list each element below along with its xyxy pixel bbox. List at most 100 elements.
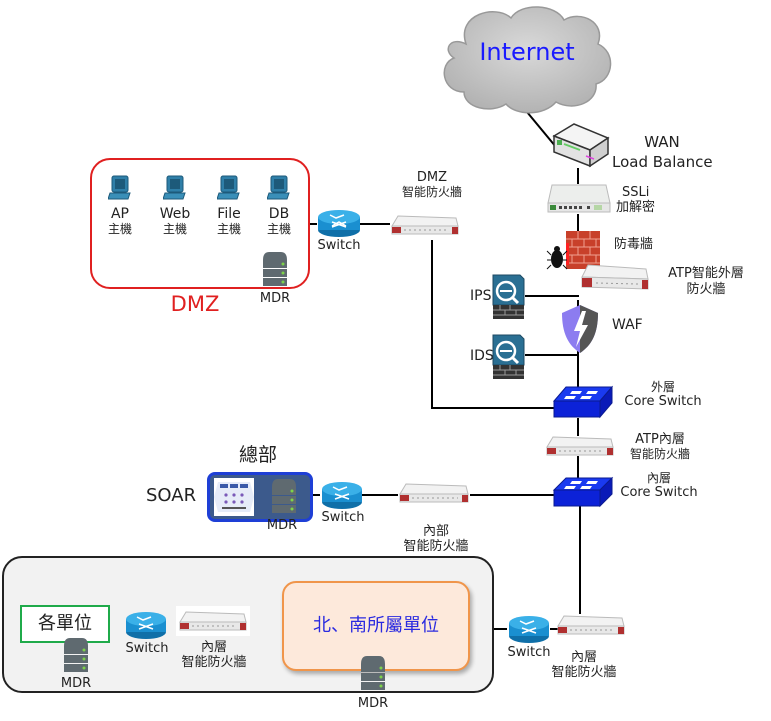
dmz-host-name: AP xyxy=(110,206,130,222)
ids-appliance-icon[interactable] xyxy=(490,331,526,381)
inner-core-switch-line2: Core Switch xyxy=(620,485,698,500)
uplink-switch-icon[interactable] xyxy=(507,614,551,644)
ips-appliance-icon[interactable] xyxy=(490,271,526,321)
host-computer-icon[interactable] xyxy=(267,175,291,201)
hq-mdr-server-icon[interactable] xyxy=(268,477,300,515)
atp-inner-firewall-icon[interactable] xyxy=(545,435,615,459)
dmz-host-type: 主機 xyxy=(216,222,241,236)
wire-uplink-switch-fw xyxy=(550,628,558,630)
host-computer-icon[interactable] xyxy=(163,175,187,201)
dmz-switch-label: Switch xyxy=(317,238,361,253)
wan-lb-line1: WAN xyxy=(644,133,680,151)
atp-outer-fw-label: ATP智能外層 防火牆 xyxy=(656,266,756,298)
dmz-host-name: Web xyxy=(159,206,191,222)
north-south-mdr-server-icon[interactable] xyxy=(357,654,389,694)
branch-inner-fw-line1: 內層 xyxy=(200,640,227,655)
soar-platform-icon[interactable] xyxy=(214,478,254,516)
dmz-switch-icon[interactable] xyxy=(316,208,362,238)
hq-box xyxy=(207,472,313,522)
atp-inner-fw-line1: ATP內層 xyxy=(635,432,685,447)
internal-fw-label: 內部 智能防火牆 xyxy=(396,524,476,554)
dmz-fw-label: DMZ 智能防火牆 xyxy=(392,170,472,199)
internal-firewall-icon[interactable] xyxy=(398,482,470,506)
branch-switch-label: Switch xyxy=(125,641,169,656)
ids-label: IDS xyxy=(470,348,494,364)
wire-waf-coreswitch xyxy=(577,350,579,390)
hq-switch-icon[interactable] xyxy=(320,480,364,510)
atp-inner-fw-label: ATP內層 智能防火牆 xyxy=(620,432,700,461)
units-mdr-label: MDR xyxy=(60,676,92,691)
host-computer-icon[interactable] xyxy=(108,175,132,201)
wire-internet-wan xyxy=(526,111,557,148)
dmz-mdr-server-icon[interactable] xyxy=(259,250,291,288)
ssli-line1: SSLi xyxy=(622,185,650,200)
dmz-firewall-icon[interactable] xyxy=(390,214,460,238)
internet-cloud-icon xyxy=(443,6,612,114)
wan-lb-line2: Load Balance xyxy=(612,153,713,171)
waf-shield-icon[interactable] xyxy=(560,303,600,355)
wire-dmzfw-core xyxy=(431,407,556,409)
outer-core-switch-icon[interactable] xyxy=(552,383,614,421)
inner-core-switch-label: 內層 Core Switch xyxy=(614,471,704,500)
wire-internalfw-innercore xyxy=(470,494,556,496)
load-balancer-icon[interactable] xyxy=(550,122,612,170)
north-south-mdr-label: MDR xyxy=(357,696,389,711)
uplink-inner-fw-line2: 智能防火牆 xyxy=(551,665,617,680)
atp-outer-firewall-icon[interactable] xyxy=(580,263,650,293)
atp-outer-fw-line2: 防火牆 xyxy=(686,282,726,297)
hq-mdr-label: MDR xyxy=(266,518,298,533)
internal-fw-line2: 智能防火牆 xyxy=(403,539,469,554)
atp-outer-fw-line1: ATP智能外層 xyxy=(668,266,744,281)
outer-core-switch-line1: 外層 xyxy=(650,380,675,394)
wire-dmz-switch xyxy=(309,223,317,225)
uplink-inner-fw-line1: 內層 xyxy=(570,650,597,665)
dmz-host-type: 主機 xyxy=(266,222,291,236)
uplink-inner-fw-label: 內層 智能防火牆 xyxy=(544,650,624,680)
internal-fw-line1: 內部 xyxy=(422,524,449,539)
outer-core-switch-line2: Core Switch xyxy=(624,394,702,409)
wire-switch-internalfw xyxy=(362,494,398,496)
dmz-fw-line2: 智能防火牆 xyxy=(401,185,462,199)
dmz-host-type: 主機 xyxy=(107,222,132,236)
ssli-label: SSLi 加解密 xyxy=(616,185,655,215)
wire-atpinner-innercore xyxy=(577,456,579,478)
wire-dmzfw-down xyxy=(431,240,433,408)
units-mdr-server-icon[interactable] xyxy=(60,636,92,674)
branch-inner-fw-label: 內層 智能防火牆 xyxy=(174,640,254,670)
host-computer-icon[interactable] xyxy=(217,175,241,201)
wire-ips xyxy=(525,295,579,297)
dmz-mdr-label: MDR xyxy=(259,291,291,306)
wire-hq-switch xyxy=(310,494,320,496)
dmz-fw-line1: DMZ xyxy=(416,170,448,185)
atp-inner-fw-line2: 智能防火牆 xyxy=(629,447,690,461)
dmz-zone-box xyxy=(90,158,310,289)
branch-switch-icon[interactable] xyxy=(124,610,168,640)
units-box[interactable]: 各單位 xyxy=(20,605,110,643)
dmz-zone-title: DMZ xyxy=(170,292,220,316)
uplink-inner-firewall-icon[interactable] xyxy=(556,614,626,638)
ssli-line2: 加解密 xyxy=(616,200,656,215)
soar-label: SOAR xyxy=(146,485,197,506)
inner-core-switch-icon[interactable] xyxy=(552,476,614,510)
antivirus-firewall-icon[interactable] xyxy=(546,229,602,275)
uplink-switch-label: Switch xyxy=(507,645,551,660)
wire-fw-waf xyxy=(577,300,579,310)
ssli-appliance-icon[interactable] xyxy=(546,183,612,215)
wire-switch-dmzfw xyxy=(360,223,390,225)
wan-lb-label: WAN Load Balance xyxy=(612,132,713,172)
branch-inner-firewall-icon[interactable] xyxy=(178,610,248,634)
inner-core-switch-line1: 內層 xyxy=(646,471,671,485)
dmz-host-type: 主機 xyxy=(162,222,187,236)
outer-core-switch-label: 外層 Core Switch xyxy=(618,380,708,409)
waf-label: WAF xyxy=(612,317,643,333)
wire-ids xyxy=(525,354,579,356)
dmz-host-name: DB xyxy=(268,206,290,222)
branch-inner-fw-line2: 智能防火牆 xyxy=(181,655,247,670)
ips-label: IPS xyxy=(470,288,492,304)
wire-innercore-branchfw xyxy=(579,504,581,614)
